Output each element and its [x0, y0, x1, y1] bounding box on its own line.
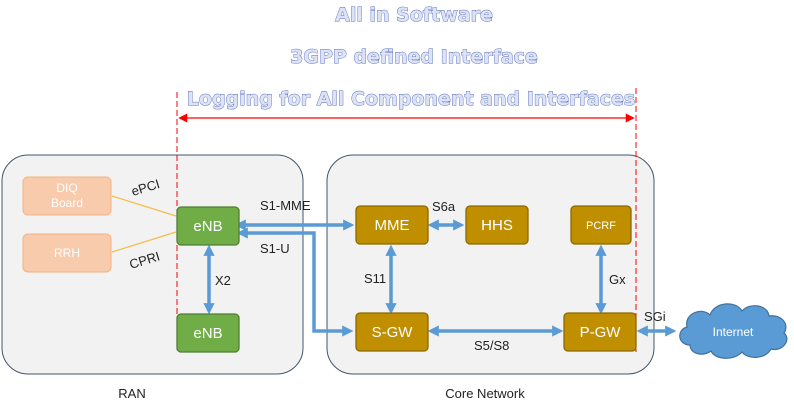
internet-cloud-icon	[679, 303, 788, 359]
s11-label: S11	[364, 271, 386, 286]
hhs-label: HHS	[481, 217, 513, 234]
enb-top-box	[176, 206, 240, 246]
enb-bottom-label: eNB	[193, 325, 222, 342]
sgw-box	[355, 312, 429, 352]
rrh-label: RRH	[54, 246, 80, 260]
rrh-box	[22, 233, 112, 273]
pcrf-box	[570, 205, 632, 245]
s1-mme-label: S1-MME	[260, 198, 311, 213]
headline-logging: Logging for All Component and Interfaces	[187, 88, 635, 110]
headline-all-in-software: All in Software	[335, 4, 493, 26]
s5-s8-label: S5/S8	[474, 338, 509, 353]
ran-caption: RAN	[118, 386, 145, 401]
epci-link	[111, 195, 177, 217]
enb-bottom-box	[176, 313, 240, 353]
s1-u-label: S1-U	[260, 241, 290, 256]
mme-box	[355, 205, 429, 245]
headline-3gpp-interface: 3GPP defined Interface	[290, 46, 538, 68]
cpri-link	[111, 231, 177, 253]
mme-label: MME	[375, 217, 410, 234]
sgw-label: S-GW	[372, 324, 414, 341]
hhs-box	[465, 205, 529, 245]
internet-label: Internet	[713, 325, 754, 339]
s6a-label: S6a	[432, 199, 456, 214]
gx-label: Gx	[609, 272, 626, 287]
enb-top-label: eNB	[193, 218, 222, 235]
pgw-box	[563, 312, 637, 352]
x2-label: X2	[215, 273, 231, 288]
diq-board-box	[22, 176, 112, 216]
sgi-label: SGi	[644, 309, 666, 324]
s1-u-link	[236, 227, 354, 337]
pgw-label: P-GW	[580, 324, 622, 341]
core-network-caption: Core Network	[445, 386, 525, 401]
pcrf-label: PCRF	[586, 220, 616, 232]
